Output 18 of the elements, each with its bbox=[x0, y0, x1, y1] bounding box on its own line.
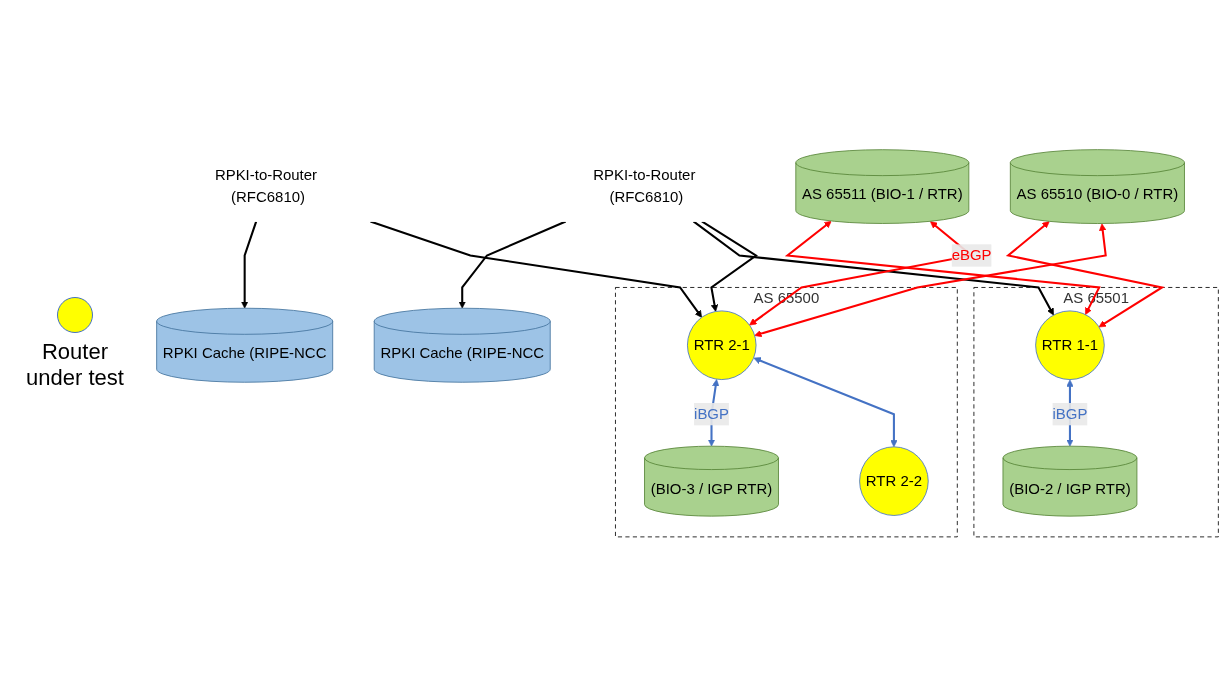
arrow bbox=[370, 220, 702, 318]
arrow bbox=[753, 357, 898, 448]
edge-label: iBGP bbox=[1052, 405, 1088, 423]
legend-label: Router under test bbox=[25, 338, 125, 391]
arrow bbox=[1005, 221, 1165, 328]
arrow bbox=[784, 221, 1101, 316]
node-text: RPKI-to-Router (RFC6810) bbox=[214, 166, 318, 206]
arrow bbox=[754, 223, 1107, 338]
node-text: RPKI-to-Router (RFC6810) bbox=[593, 166, 696, 206]
arrow bbox=[241, 221, 258, 309]
edge-label: iBGP bbox=[694, 405, 729, 423]
edge-label: eBGP bbox=[951, 247, 992, 264]
node-circle: RTR 1-1 bbox=[1035, 310, 1105, 381]
node-circle: RTR 2-2 bbox=[859, 446, 929, 517]
node-circle: RTR 2-1 bbox=[687, 310, 757, 381]
arrow bbox=[701, 220, 758, 312]
arrow bbox=[458, 220, 567, 309]
arrow bbox=[692, 220, 1054, 316]
